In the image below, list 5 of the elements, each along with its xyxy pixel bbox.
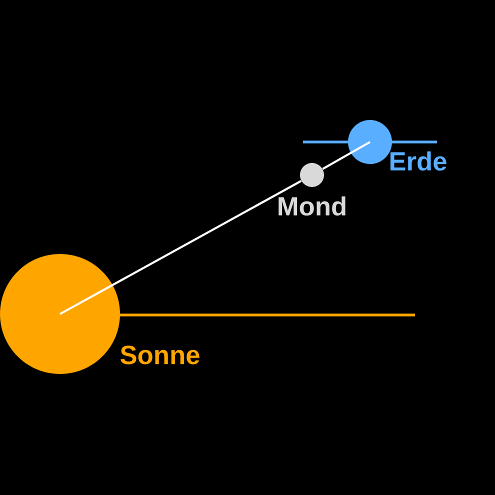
planet-label: Mond	[278, 196, 346, 216]
planet-label: Erde	[390, 151, 446, 171]
connecting-line	[60, 180, 302, 315]
connecting-line	[322, 141, 371, 170]
planet-label: Sonne	[120, 346, 200, 364]
